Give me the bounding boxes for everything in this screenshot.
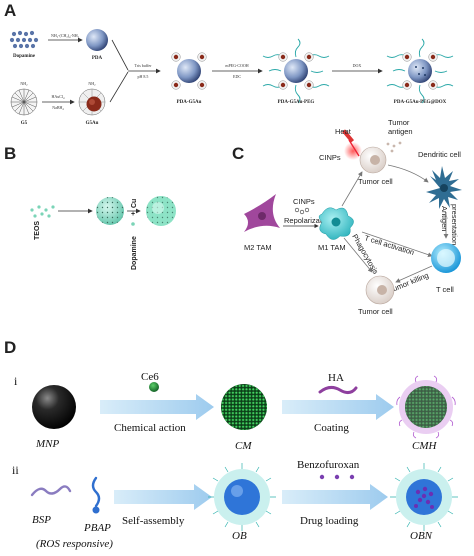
teos-dots-icon bbox=[30, 205, 55, 218]
ros-responsive-label: (ROS responsive) bbox=[36, 538, 113, 550]
m1-tam-label: M1 TAM bbox=[318, 243, 346, 252]
tumor-antigen-label-2: antigen bbox=[388, 127, 413, 136]
nh2-label-g5: NH₂ bbox=[20, 81, 28, 86]
antigen-dots bbox=[386, 141, 402, 153]
mnp-label: MNP bbox=[35, 438, 60, 450]
panel-b-label: B bbox=[4, 144, 16, 163]
pbap-label: PBAP bbox=[83, 522, 111, 534]
t-cell-icon bbox=[431, 243, 461, 273]
arrow-self-assembly bbox=[114, 484, 212, 510]
cmh-sphere bbox=[396, 375, 456, 439]
g5-label: G5 bbox=[21, 121, 28, 126]
step2-bottom: pH 8.5 bbox=[138, 74, 149, 79]
dendritic-cell-icon bbox=[426, 166, 462, 209]
pda-g5au-particle bbox=[171, 52, 207, 90]
step3-bottom: EDC bbox=[233, 74, 241, 79]
cinps-left-label: CINPs bbox=[293, 197, 315, 206]
tumor-cell-top bbox=[359, 146, 387, 174]
cu-label: Cu bbox=[131, 199, 138, 208]
panel-a-label: A bbox=[4, 1, 16, 20]
arrow-drug-loading bbox=[282, 484, 388, 510]
arrow-tumor-killing bbox=[395, 265, 433, 283]
panel-c-label: C bbox=[232, 144, 244, 163]
reagent-haucl4: HAuCl₄ bbox=[52, 94, 66, 99]
coated-sphere bbox=[146, 196, 176, 226]
pda-g5au-label: PDA-G5Au bbox=[177, 100, 202, 105]
dopamine-dot-icon bbox=[131, 222, 135, 226]
cinps-top-label: CINPs bbox=[319, 153, 341, 162]
g5au-label: G5Au bbox=[86, 121, 99, 126]
ha-label: HA bbox=[328, 372, 344, 384]
reagent-label-row1: NH₂-(CH₂)₄-NH₂ bbox=[51, 33, 80, 38]
pda-g5au-peg-dox-label: PDA-G5Au-PEG@DOX bbox=[394, 100, 447, 105]
ce6-molecule-icon bbox=[149, 382, 159, 392]
self-assembly-label: Self-assembly bbox=[122, 515, 185, 527]
bsp-label: BSP bbox=[32, 514, 51, 526]
pbap-polymer-icon bbox=[91, 476, 101, 514]
reagent-nabh4: NaBH₄ bbox=[52, 105, 64, 110]
cm-sphere bbox=[221, 384, 267, 430]
dopamine-label-b: Dopamine bbox=[131, 236, 138, 270]
merge-arrow bbox=[109, 39, 160, 103]
heat-label: Heat bbox=[335, 127, 352, 136]
pda-g5au-peg-particle bbox=[262, 38, 330, 104]
t-cell-label: T cell bbox=[436, 285, 454, 294]
nh2-label-g5au: NH₂ bbox=[88, 81, 96, 86]
teos-label: TEOS bbox=[34, 221, 41, 240]
panel-d-label: D bbox=[4, 338, 16, 357]
g5au-particle-icon bbox=[78, 88, 106, 116]
arrow-chemical-action bbox=[100, 394, 214, 420]
obn-micelle bbox=[390, 463, 458, 531]
benzofuroxan-label: Benzofuroxan bbox=[297, 459, 360, 471]
g5-dendrimer-icon bbox=[10, 88, 38, 116]
step4-top: DOX bbox=[353, 63, 362, 68]
pda-g5au-peg-dox-particle bbox=[386, 38, 454, 104]
tumor-cell-bottom bbox=[365, 275, 395, 305]
cm-label: CM bbox=[235, 440, 252, 452]
arrow-antigen-dc bbox=[387, 164, 429, 183]
mesoporous-silica-sphere bbox=[96, 197, 124, 225]
mnp-sphere bbox=[32, 385, 76, 429]
repolarization-label: Repolarization bbox=[284, 216, 332, 225]
dopamine-label: Dopamine bbox=[13, 54, 36, 59]
ce6-label: Ce6 bbox=[141, 371, 159, 383]
tumor-antigen-label-1: Tumor bbox=[388, 118, 410, 127]
presentation-label: presentation bbox=[450, 204, 459, 245]
chemical-action-label: Chemical action bbox=[114, 422, 186, 434]
arrow-phagocytosis bbox=[343, 237, 373, 273]
dendritic-cell-label: Dendritic cell bbox=[418, 150, 461, 159]
pda-g5au-peg-label: PDA-G5Au-PEG bbox=[278, 100, 315, 105]
ha-polymer-icon bbox=[318, 385, 358, 395]
coating-label: Coating bbox=[314, 422, 349, 434]
row-i-numeral: i bbox=[14, 374, 18, 388]
m2-tam-icon bbox=[244, 194, 280, 232]
tumor-cell-top-label: Tumor cell bbox=[358, 177, 393, 186]
antigen-label: Antigen bbox=[440, 206, 449, 231]
arrow-t-activation bbox=[361, 231, 433, 257]
pda-label: PDA bbox=[92, 56, 103, 61]
row-ii-numeral: ii bbox=[12, 463, 19, 477]
step3-top: mPEG-COOH bbox=[225, 63, 248, 68]
cmh-label: CMH bbox=[412, 440, 438, 452]
drug-loading-label: Drug loading bbox=[300, 515, 359, 527]
pda-sphere bbox=[86, 29, 108, 51]
obn-label: OBN bbox=[410, 530, 433, 542]
cinps-particles bbox=[294, 207, 310, 215]
m2-tam-label: M2 TAM bbox=[244, 243, 272, 252]
ob-micelle bbox=[208, 463, 276, 531]
arrow-coating bbox=[282, 394, 394, 420]
bsp-polymer-icon bbox=[30, 485, 72, 497]
heat-laser-icon bbox=[341, 129, 362, 160]
m1-tam-icon bbox=[318, 207, 354, 240]
ob-label: OB bbox=[232, 530, 247, 542]
plus-sign: + bbox=[131, 211, 135, 218]
arrow-m1-tumor bbox=[341, 171, 363, 207]
step2-top: Tris buffer bbox=[134, 63, 152, 68]
dopamine-molecules-icon bbox=[9, 30, 39, 49]
tumor-cell-bottom-label: Tumor cell bbox=[358, 307, 393, 316]
benzofuroxan-molecules-icon bbox=[319, 474, 355, 480]
